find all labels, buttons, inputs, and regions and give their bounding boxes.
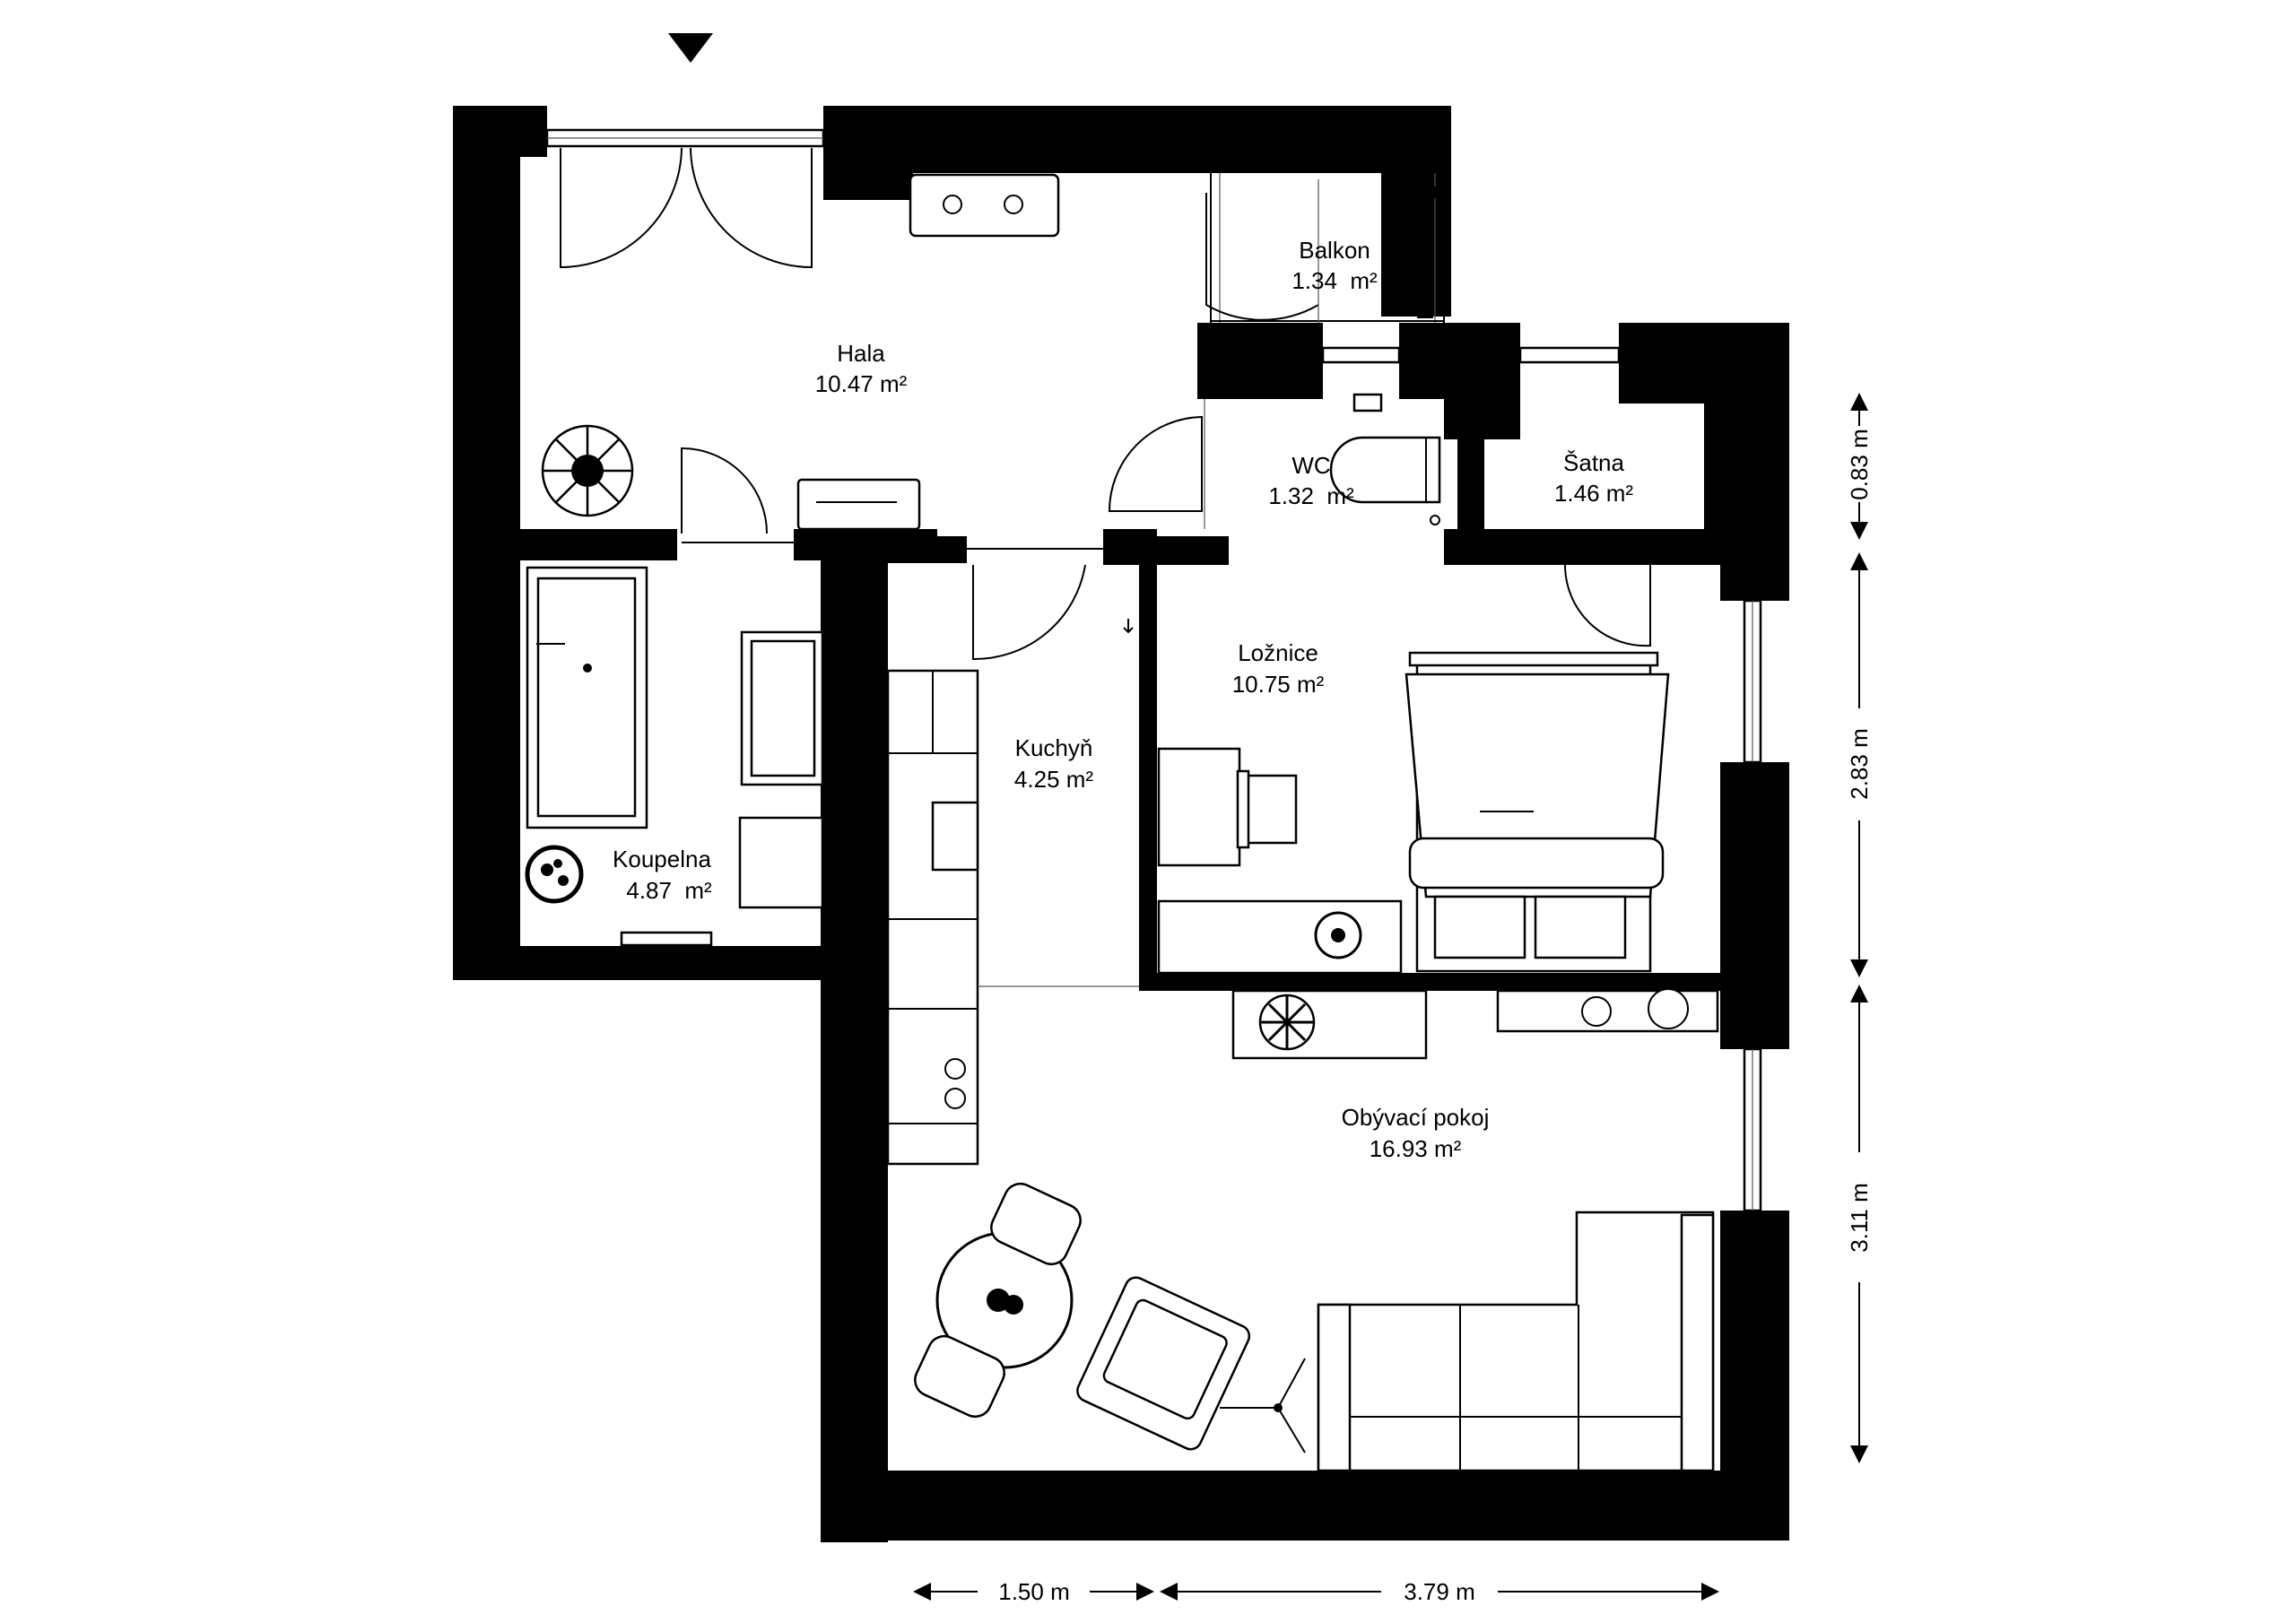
sofa [1317, 1211, 1715, 1472]
room-koupelna-name: Koupelna [613, 846, 711, 872]
room-satna-area: 1.46 m² [1554, 480, 1633, 507]
dim-bottom-1: 1.50 m [998, 1578, 1070, 1605]
room-loznice-area: 10.75 m² [1232, 671, 1325, 698]
dim-bottom-2: 3.79 m [1404, 1578, 1475, 1605]
walls [453, 106, 1789, 1542]
dim-right-3: 3.11 m [1846, 1183, 1873, 1253]
bathroom-plant-icon [525, 845, 584, 904]
room-labels: Hala 10.47 m² Balkon 1.34 m² WC 1.32 m² … [613, 237, 1633, 1162]
room-hala-area: 10.47 m² [815, 370, 908, 397]
entrance-arrow-icon [668, 33, 713, 63]
windows [545, 128, 1762, 1212]
dining-set [914, 1182, 1082, 1419]
plant-icon [541, 424, 634, 517]
furniture [525, 173, 1719, 1472]
room-balkon-area: 1.34 m² [1292, 267, 1378, 294]
floor-lamp [1220, 1358, 1306, 1454]
room-obyvaci-area: 16.93 m² [1370, 1135, 1462, 1162]
room-loznice-name: Ložnice [1238, 639, 1318, 666]
armchair [1076, 1276, 1251, 1451]
room-kuchyn-name: Kuchyň [1015, 734, 1093, 761]
room-balkon-name: Balkon [1299, 237, 1370, 264]
dim-right-1: 0.83 m [1846, 429, 1873, 500]
dimension-lines: 0.83 m 2.83 m 3.11 m 1.50 m 3.79 m [913, 393, 1873, 1605]
room-kuchyn-area: 4.25 m² [1014, 766, 1093, 793]
dim-right-2: 2.83 m [1846, 728, 1873, 800]
room-wc-name: WC [1292, 452, 1330, 479]
room-koupelna-area: 4.87 m² [626, 877, 712, 904]
room-wc-area: 1.32 m² [1268, 482, 1354, 509]
room-obyvaci-name: Obývací pokoj [1342, 1104, 1490, 1131]
room-satna-name: Šatna [1563, 449, 1624, 476]
doors [560, 147, 1668, 661]
shelf-plant-icon [1258, 994, 1316, 1051]
room-hala-name: Hala [837, 340, 885, 367]
